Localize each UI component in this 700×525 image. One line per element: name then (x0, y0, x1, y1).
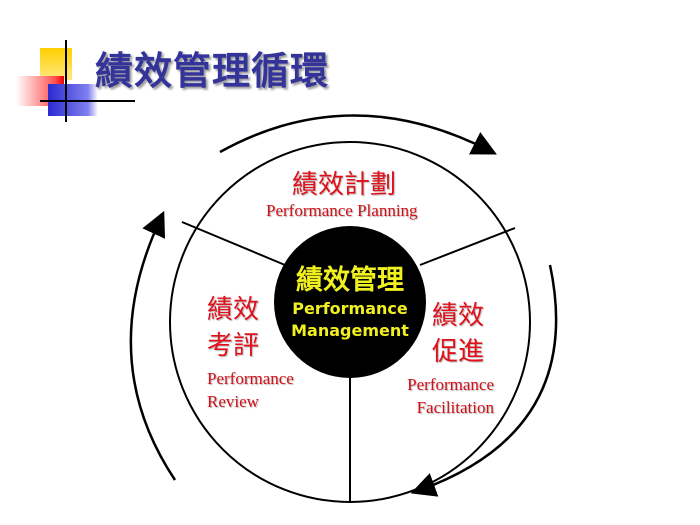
divider-right (419, 227, 516, 266)
review-en: Performance Review (207, 367, 294, 413)
facilitation-en: Performance Facilitation (394, 373, 494, 419)
facilitation-zh: 績效 促進 (432, 298, 484, 370)
center-en: Performance Management (275, 298, 425, 342)
facilitation-en-line2: Facilitation (416, 398, 494, 417)
facilitation-zh-line1: 績效 (432, 301, 485, 331)
center-en-line1: Performance (292, 299, 408, 318)
arrow-left (129, 210, 177, 481)
arrow-right (410, 264, 558, 497)
review-en-line1: Performance (207, 369, 294, 388)
arrow-top (219, 114, 497, 155)
review-zh: 績效 考評 (207, 292, 259, 364)
slide-title: 績效管理循環 (95, 49, 330, 93)
planning-zh: 績效計劃 (292, 170, 397, 200)
planning-en: Performance Planning (266, 201, 418, 220)
review-en-line2: Review (207, 392, 259, 411)
center-zh: 績效管理 (296, 265, 404, 296)
facilitation-zh-line2: 促進 (432, 337, 485, 367)
review-zh-line2: 考評 (207, 331, 260, 361)
center-en-line2: Management (291, 321, 409, 340)
divider-left (181, 221, 286, 266)
facilitation-en-line1: Performance (407, 375, 494, 394)
review-zh-line1: 績效 (207, 295, 260, 325)
center-circle (274, 226, 426, 378)
